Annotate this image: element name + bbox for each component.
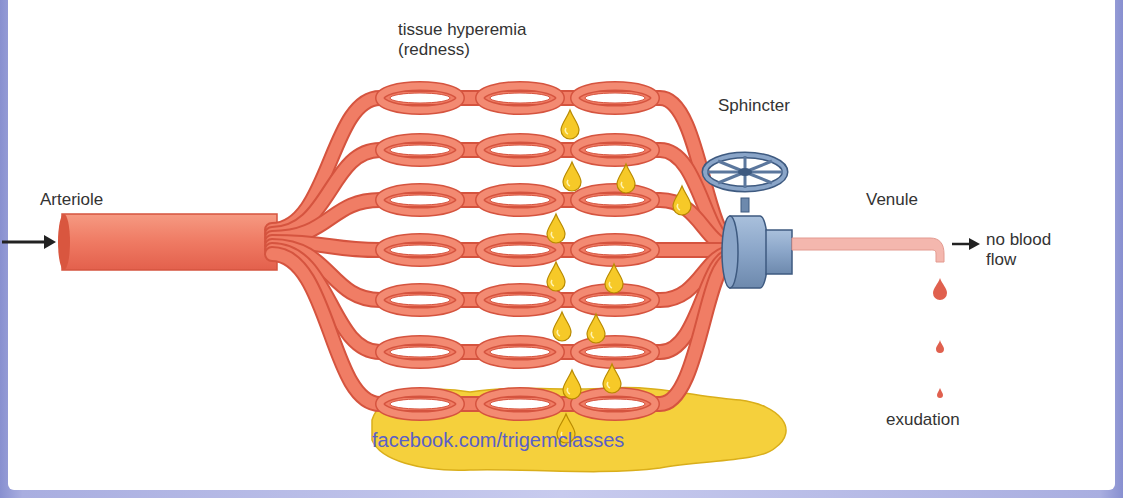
capillary-loop — [480, 86, 560, 110]
exudate-drop — [563, 162, 581, 191]
capillary-loop — [575, 340, 655, 364]
capillary-loop-outline — [575, 238, 655, 262]
exudation-label: exudation — [886, 410, 996, 430]
capillary-loop — [480, 138, 560, 162]
loop-gap — [390, 195, 450, 205]
loop-gap — [390, 145, 450, 155]
loop-gap — [585, 295, 645, 305]
arrowhead — [969, 238, 980, 250]
capillary-loop — [380, 188, 460, 212]
capillary-loop-outline — [480, 288, 560, 312]
exudate-drop — [605, 264, 623, 293]
valve-spokes — [707, 156, 783, 188]
loop-gap — [585, 245, 645, 255]
capillary-loop-outline — [480, 238, 560, 262]
capillary-loop — [380, 138, 460, 162]
capillary-loop — [575, 188, 655, 212]
arteriole-end — [58, 214, 70, 270]
capillary-bed — [272, 86, 732, 416]
loop-gap — [490, 245, 550, 255]
exudate-drop — [617, 164, 635, 193]
capillary-loop-outline — [480, 188, 560, 212]
capillary-loop-outline — [575, 138, 655, 162]
exudate-drop — [603, 364, 621, 393]
loop-gap — [490, 93, 550, 103]
capillary-loop — [480, 392, 560, 416]
sphincter-label: Sphincter — [718, 96, 828, 116]
capillary-loop-outline — [575, 188, 655, 212]
venule-tube — [792, 238, 944, 262]
loop-gap — [490, 347, 550, 357]
capillary-loop — [575, 86, 655, 110]
exudate-drop — [561, 110, 579, 139]
loop-gap — [585, 399, 645, 409]
arteriole-tube — [62, 214, 277, 270]
exudate-puddle — [372, 388, 786, 472]
loop-gap — [490, 399, 550, 409]
inflow-arrow — [2, 241, 46, 244]
capillary-loop — [480, 238, 560, 262]
capillary-loop — [575, 138, 655, 162]
capillary-loop-outline — [380, 86, 460, 110]
loop-gap — [490, 195, 550, 205]
sphincter-face — [722, 216, 738, 288]
exudate-drop — [563, 370, 581, 399]
loop-gap — [390, 399, 450, 409]
valve-stem — [741, 198, 749, 212]
valve-wheel-rim — [705, 155, 785, 189]
arteriole-label: Arteriole — [40, 190, 150, 210]
exudate-drop — [547, 262, 565, 291]
capillary-outline — [272, 254, 732, 404]
loop-gap — [585, 93, 645, 103]
watermark: facebook.com/trigemclasses — [372, 428, 772, 452]
loop-gap — [390, 245, 450, 255]
capillary-loop — [575, 392, 655, 416]
arrowhead — [44, 235, 56, 249]
capillary-loop — [380, 238, 460, 262]
capillary-loop-outline — [480, 138, 560, 162]
capillary-loop-outline — [575, 392, 655, 416]
venule-label: Venule — [866, 190, 956, 210]
loop-gap — [390, 93, 450, 103]
loop-gap — [490, 295, 550, 305]
valve-wheel — [705, 155, 785, 189]
exudate-drops — [547, 110, 691, 443]
exudate-drop — [587, 314, 605, 343]
hyperemia-label: tissue hyperemia (redness) — [398, 20, 558, 61]
capillary-loop-outline — [480, 340, 560, 364]
capillary-loop-outline — [480, 86, 560, 110]
loop-gap — [585, 195, 645, 205]
valve-hub — [738, 168, 752, 176]
exudate-drop — [547, 214, 565, 243]
capillary-loop-outline — [380, 288, 460, 312]
loop-gap — [490, 145, 550, 155]
capillary-loop-outline — [575, 86, 655, 110]
capillary-loop-outline — [380, 340, 460, 364]
capillary-loop-outline — [380, 238, 460, 262]
loop-gap — [390, 347, 450, 357]
capillary-loop — [480, 340, 560, 364]
sphincter-collar — [766, 230, 792, 274]
capillary-loop — [380, 288, 460, 312]
capillary-loop — [480, 188, 560, 212]
exudate-drop — [553, 312, 571, 341]
capillary-loop-outline — [575, 340, 655, 364]
capillary-loop — [380, 340, 460, 364]
capillary-loop — [380, 392, 460, 416]
capillary-loop — [575, 238, 655, 262]
capillary-loop-outline — [380, 138, 460, 162]
capillary-loop-outline — [380, 392, 460, 416]
loop-gap — [585, 145, 645, 155]
exudate-drop — [673, 186, 691, 215]
capillary-loop-outline — [480, 392, 560, 416]
loop-gap — [585, 347, 645, 357]
capillary-loop — [480, 288, 560, 312]
capillary-loop — [380, 86, 460, 110]
outflow-label: no blood flow — [986, 230, 1076, 271]
loop-gap — [390, 295, 450, 305]
blood-drops — [933, 278, 947, 398]
capillary-vessel — [272, 254, 732, 404]
capillary-loop-outline — [380, 188, 460, 212]
